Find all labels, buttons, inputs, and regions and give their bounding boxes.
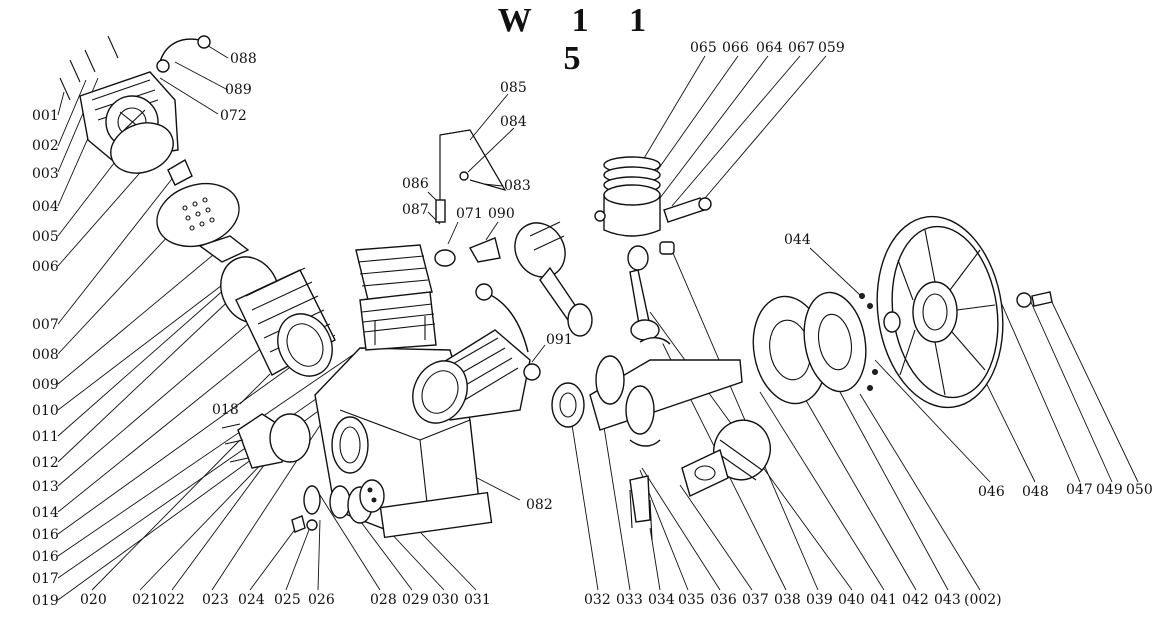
part-label-022: 022 [158, 592, 185, 608]
part-label-002: 002 [32, 138, 59, 154]
part-label-036: 036 [710, 592, 737, 608]
part-label-009: 009 [32, 377, 59, 393]
part-label-050: 050 [1126, 482, 1153, 498]
part-label-002-paren: (002) [964, 592, 1002, 608]
part-label-049: 049 [1096, 482, 1123, 498]
part-label-001: 001 [32, 108, 59, 124]
part-label-016-a: 016 [32, 527, 59, 543]
part-label-065: 065 [690, 40, 717, 56]
flywheel-pulley [876, 215, 1053, 409]
part-label-071: 071 [456, 206, 483, 222]
part-label-010: 010 [32, 403, 59, 419]
piston-assembly-top [594, 156, 712, 237]
part-label-067: 067 [788, 40, 815, 56]
part-label-047: 047 [1066, 482, 1093, 498]
part-label-087: 087 [402, 202, 429, 218]
right-cylinder [412, 283, 541, 424]
part-label-041: 041 [870, 592, 897, 608]
part-label-021: 021 [132, 592, 159, 608]
part-label-091: 091 [546, 332, 573, 348]
part-label-003: 003 [32, 166, 59, 182]
leader-lines [57, 43, 1139, 601]
piston-rod-center [514, 221, 593, 337]
part-label-089: 089 [225, 82, 252, 98]
part-label-020: 020 [80, 592, 107, 608]
central-cylinder [355, 244, 437, 351]
part-label-072: 072 [220, 108, 247, 124]
part-label-043: 043 [934, 592, 961, 608]
part-label-008: 008 [32, 347, 59, 363]
part-label-013: 013 [32, 479, 59, 495]
part-label-025: 025 [274, 592, 301, 608]
part-label-088: 088 [230, 51, 257, 67]
part-label-082: 082 [526, 497, 553, 513]
part-label-012: 012 [32, 455, 59, 471]
part-label-024: 024 [238, 592, 265, 608]
part-label-026: 026 [308, 592, 335, 608]
part-label-042: 042 [902, 592, 929, 608]
diagram-title: W 1 1 5 [497, 2, 663, 77]
part-label-033: 033 [616, 592, 643, 608]
part-label-017: 017 [32, 571, 59, 587]
connecting-rod [627, 241, 675, 341]
part-label-086: 086 [402, 176, 429, 192]
part-label-034: 034 [648, 592, 675, 608]
part-label-016-b: 016 [32, 549, 59, 565]
part-label-005: 005 [32, 229, 59, 245]
tube-assembly [434, 129, 507, 267]
left-cylinder [220, 256, 336, 377]
part-label-023: 023 [202, 592, 229, 608]
part-label-038: 038 [774, 592, 801, 608]
part-label-004: 004 [32, 199, 59, 215]
part-label-031: 031 [464, 592, 491, 608]
part-label-046: 046 [978, 484, 1005, 500]
part-label-037: 037 [742, 592, 769, 608]
part-label-019: 019 [32, 593, 59, 609]
part-label-018: 018 [212, 402, 239, 418]
part-label-032: 032 [584, 592, 611, 608]
part-label-083: 083 [504, 178, 531, 194]
bearing-housing [752, 291, 878, 405]
crankshaft [551, 337, 743, 447]
part-label-029: 029 [402, 592, 429, 608]
part-label-066: 066 [722, 40, 749, 56]
part-label-039: 039 [806, 592, 833, 608]
part-label-006: 006 [32, 259, 59, 275]
cylinder-head-assembly [59, 35, 250, 263]
part-label-048: 048 [1022, 484, 1049, 500]
part-label-040: 040 [838, 592, 865, 608]
part-label-090: 090 [488, 206, 515, 222]
part-label-028: 028 [370, 592, 397, 608]
part-label-084: 084 [500, 114, 527, 130]
piston-rod-lower [629, 419, 771, 541]
part-label-035: 035 [678, 592, 705, 608]
part-label-007: 007 [32, 317, 59, 333]
part-label-059: 059 [818, 40, 845, 56]
part-label-011: 011 [32, 429, 59, 445]
part-label-064: 064 [756, 40, 783, 56]
part-label-014: 014 [32, 505, 59, 521]
part-label-030: 030 [432, 592, 459, 608]
part-label-085: 085 [500, 80, 527, 96]
part-label-044: 044 [784, 232, 811, 248]
